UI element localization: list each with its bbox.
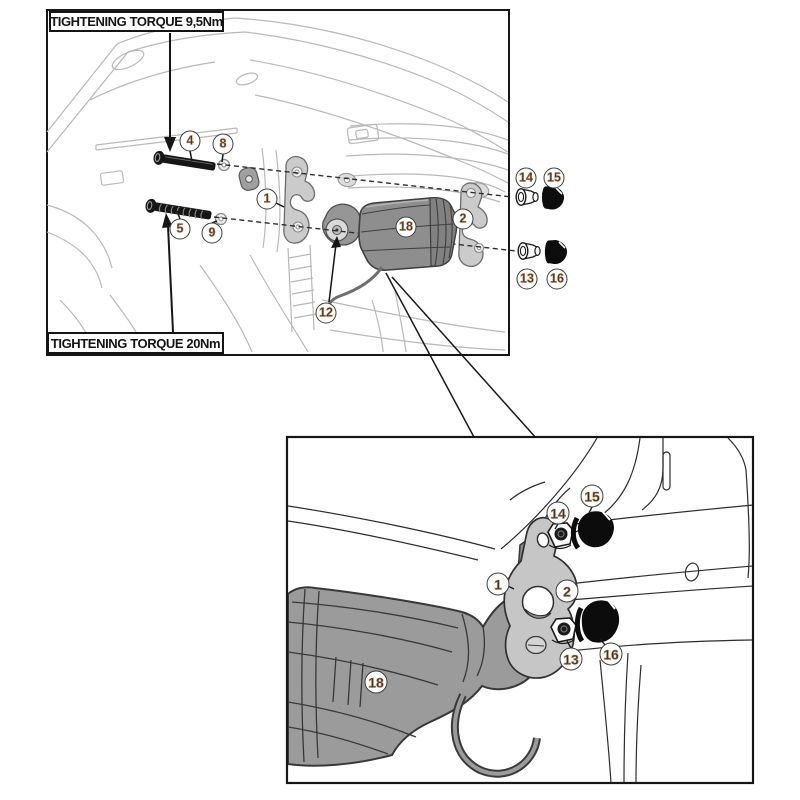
callout-9: 9 <box>201 222 223 244</box>
cap-15 <box>541 186 565 210</box>
cap-16-detail <box>574 599 620 643</box>
callout-detail-15: 15 <box>580 484 604 508</box>
callout-18: 18 <box>395 216 417 238</box>
callout-detail-14: 14 <box>546 501 570 525</box>
assembly-axes <box>213 163 517 252</box>
torque-label-top: TIGHTENING TORQUE 9,5Nm <box>49 11 224 32</box>
callout-leaders <box>176 150 337 303</box>
main-view-frame <box>46 9 510 356</box>
detail-view <box>285 435 755 785</box>
callout-2: 2 <box>452 208 474 230</box>
callout-12: 12 <box>315 302 337 324</box>
bolt-4 <box>153 150 216 171</box>
part-12-mount <box>322 203 362 246</box>
callout-16: 16 <box>546 268 568 290</box>
callout-detail-2: 2 <box>555 579 579 603</box>
callout-1: 1 <box>256 188 278 210</box>
axis-bolt-4 <box>216 163 513 198</box>
nut-13 <box>517 242 541 260</box>
callout-14: 14 <box>515 167 537 189</box>
main-view <box>46 9 568 356</box>
cable-detail <box>451 693 541 778</box>
nut-14 <box>515 188 539 206</box>
cap-15-detail <box>570 510 614 550</box>
callout-8: 8 <box>212 133 234 155</box>
callout-detail-16: 16 <box>599 642 623 666</box>
cap-16 <box>544 240 568 265</box>
washer-9 <box>214 212 228 226</box>
detail-callout-leaders <box>507 506 607 649</box>
detail-bike-lines <box>288 438 752 782</box>
callout-detail-13: 13 <box>559 647 583 671</box>
callout-5: 5 <box>169 218 191 240</box>
callout-13: 13 <box>516 268 538 290</box>
callout-4: 4 <box>179 130 201 152</box>
callout-detail-18: 18 <box>364 670 388 694</box>
bolt-5 <box>145 198 212 220</box>
torque-label-bottom: TIGHTENING TORQUE 20Nm <box>47 332 224 354</box>
zoom-cone <box>385 272 538 440</box>
callout-15: 15 <box>543 167 565 189</box>
bike-line-art <box>46 17 509 353</box>
bracket-1 <box>283 155 316 244</box>
callout-detail-1: 1 <box>486 572 510 596</box>
nut-13-detail <box>550 617 577 645</box>
arrow-12-head <box>331 236 341 248</box>
